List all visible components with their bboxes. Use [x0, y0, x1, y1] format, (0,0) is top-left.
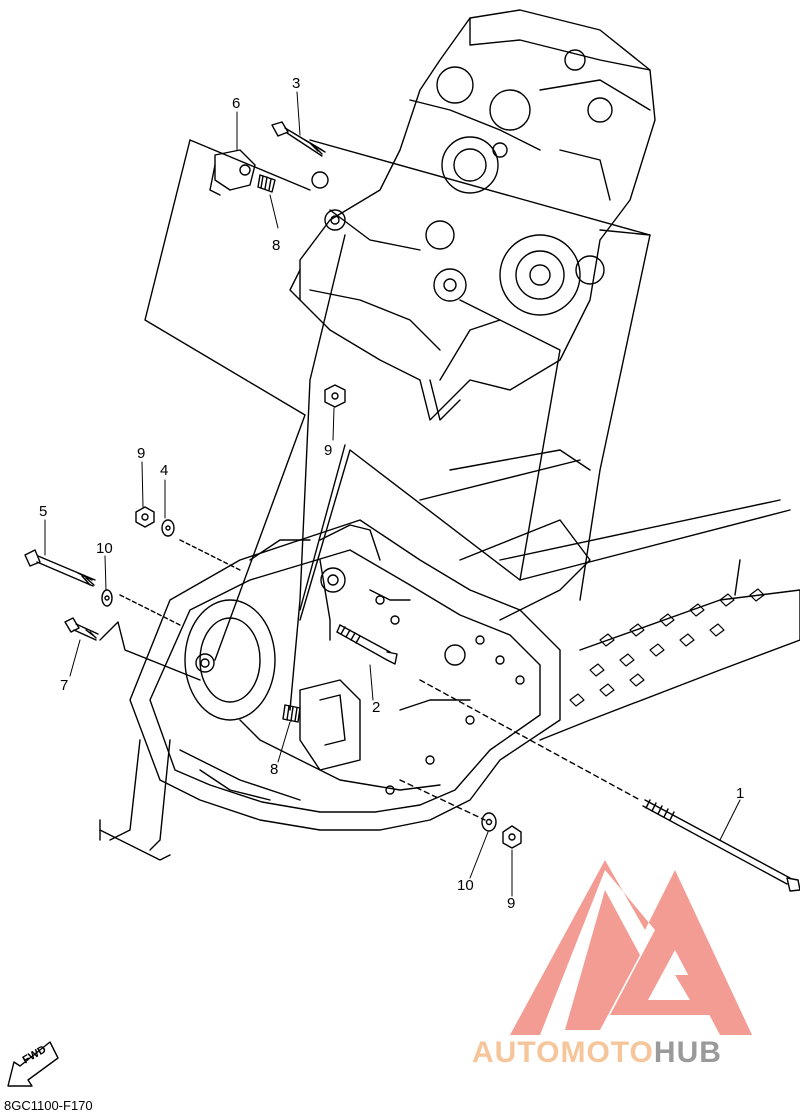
watermark-part1: AUTOMOTO: [472, 1036, 654, 1069]
callout-6: 6: [232, 95, 241, 112]
callout-8-lower: 8: [270, 761, 279, 778]
running-board: [419, 449, 800, 741]
callout-2: 2: [372, 699, 381, 716]
bracket-part-6: [209, 149, 256, 196]
stud-part-2: [336, 624, 398, 665]
engine-block: [289, 9, 656, 421]
frame: [99, 519, 561, 861]
callout-8-upper: 8: [272, 237, 281, 254]
nut-part-9-upper: [324, 384, 346, 408]
callout-leaders: [44, 91, 741, 897]
callout-9-lower: 9: [507, 895, 516, 912]
callout-9-left: 9: [137, 445, 146, 462]
washer-part-10-left: [101, 589, 113, 607]
watermark-part2: HUB: [653, 1036, 722, 1069]
washer-part-10-lower: [481, 812, 497, 832]
callout-9-upper: 9: [324, 442, 333, 459]
callout-10-left: 10: [96, 540, 113, 557]
leader-lines: [144, 139, 651, 711]
callout-1: 1: [736, 785, 745, 802]
bolt-part-3: [271, 121, 326, 157]
callout-4: 4: [160, 462, 169, 479]
bushing-part-8-upper: [257, 174, 276, 193]
nut-part-9-left: [135, 506, 155, 528]
washer-part-4: [161, 519, 241, 571]
bolt-part-7: [64, 617, 201, 681]
nut-part-9-lower: [399, 779, 522, 849]
watermark-text: AUTOMOTOHUB: [472, 1036, 722, 1070]
long-bolt-part-1: [419, 679, 800, 892]
callout-7: 7: [60, 677, 69, 694]
bolt-part-5: [24, 549, 181, 626]
fwd-arrow-icon: [7, 1041, 59, 1087]
bushing-part-8-lower: [282, 704, 301, 723]
watermark-logo-icon: [510, 860, 752, 1035]
callout-10-lower: 10: [457, 877, 474, 894]
diagram-code: 8GC1100-F170: [4, 1098, 93, 1113]
callout-5: 5: [39, 503, 48, 520]
callout-3: 3: [292, 75, 301, 92]
